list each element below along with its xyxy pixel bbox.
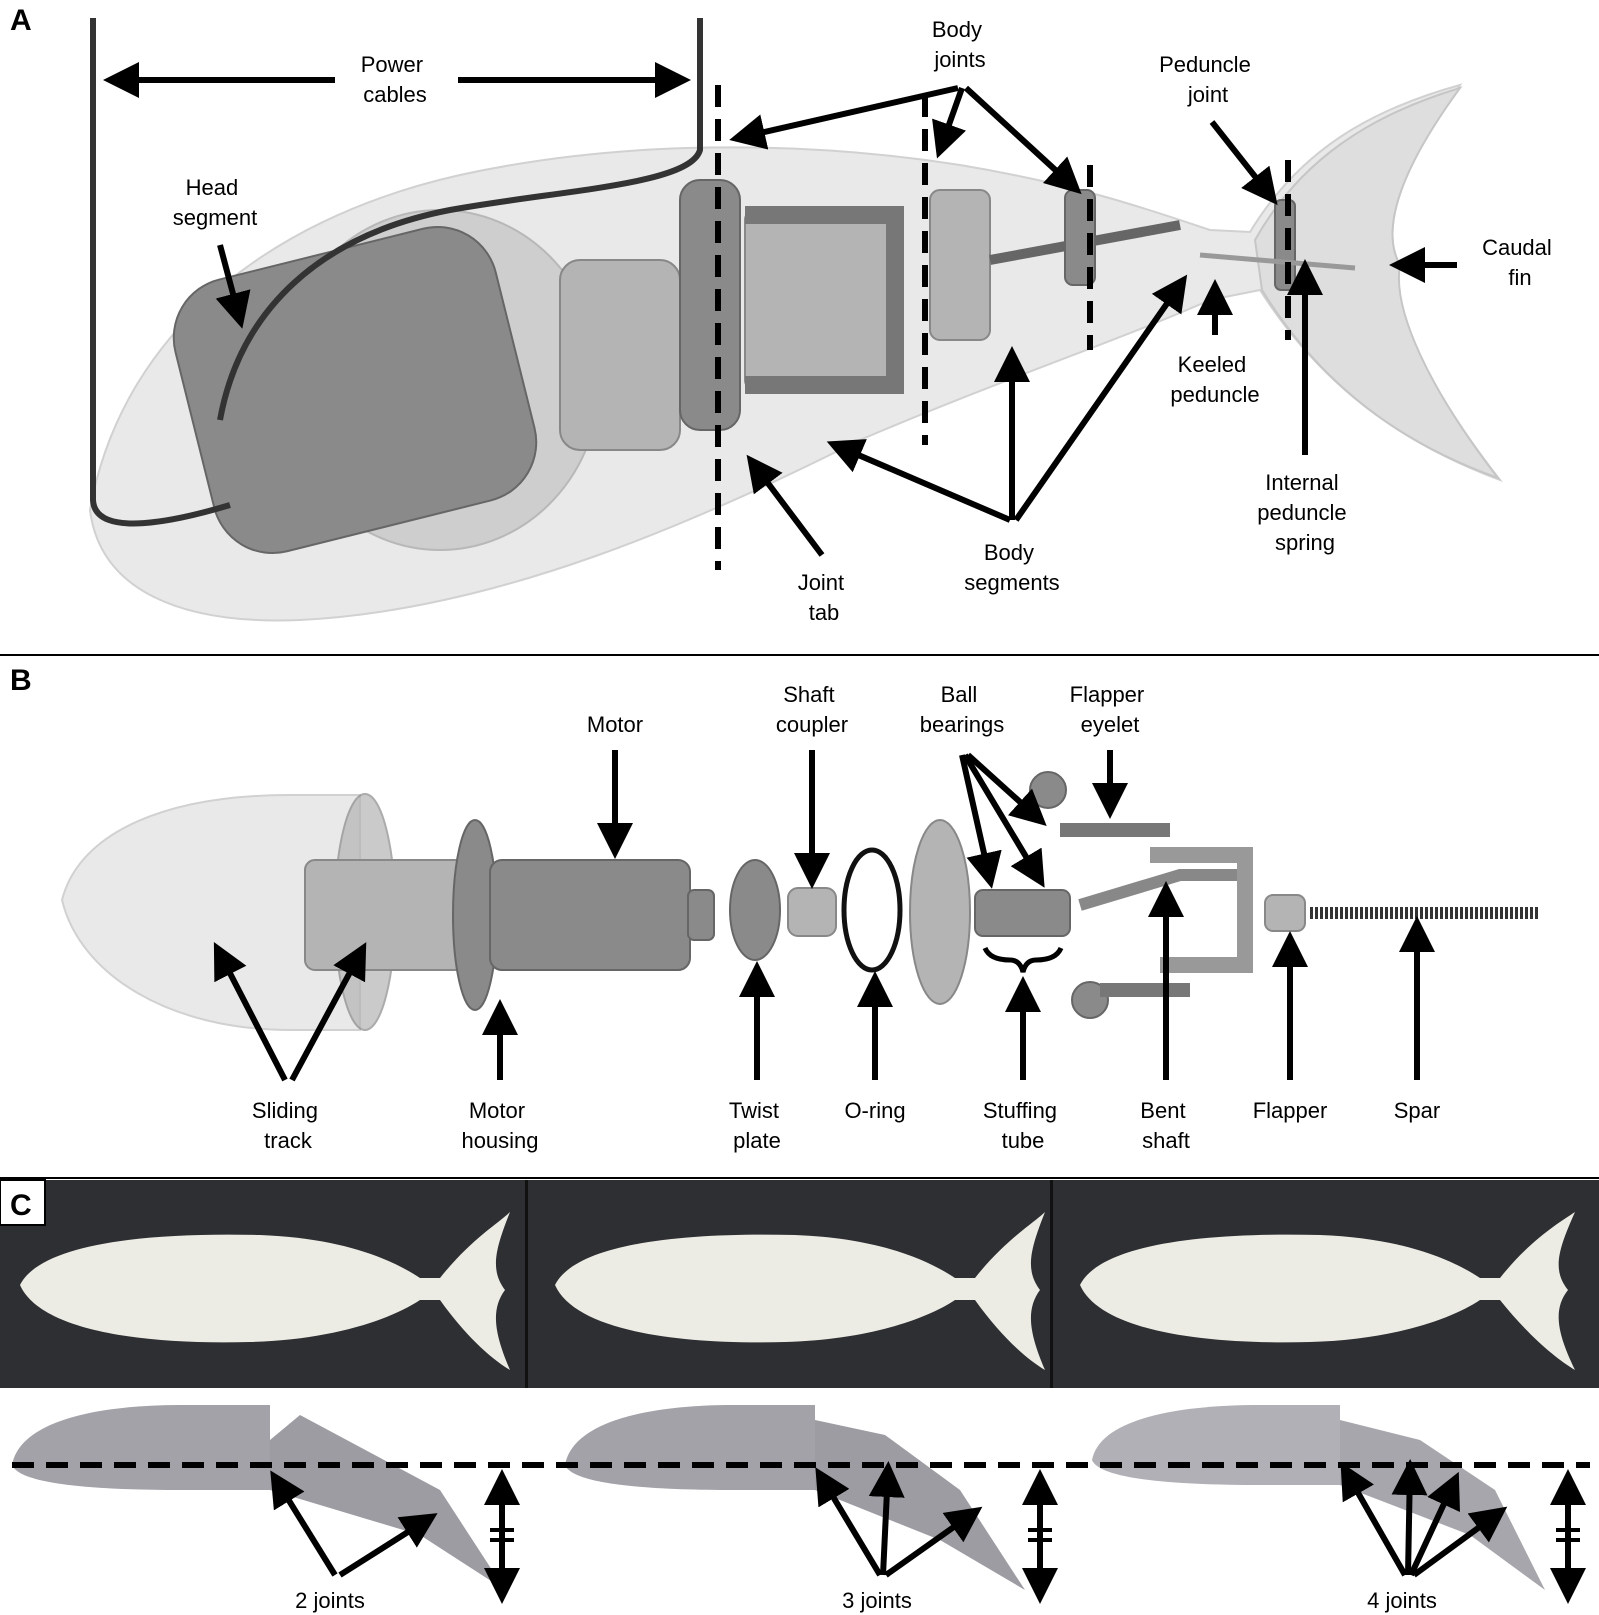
twist-plate-shape <box>729 859 781 961</box>
deflection-2-joints <box>12 1405 505 1590</box>
stuffing-plate <box>909 819 971 1005</box>
joint-arrow-4b <box>1391 1459 1428 1576</box>
deflection-3-joints <box>565 1405 1025 1590</box>
label-body-joints: Body joints <box>932 17 988 72</box>
bent-frame-b <box>1150 847 1253 973</box>
joint-arrow-3b <box>868 1461 905 1576</box>
stuffing-tube-shape <box>974 889 1071 937</box>
arrow-body-segment-3 <box>1013 274 1188 522</box>
shaft-coupler-shape <box>787 887 837 937</box>
panel-b: B Motor Shaft co <box>10 664 1540 1153</box>
label-spar: Spar <box>1394 1098 1440 1123</box>
joint-arrow-3a <box>815 1467 883 1577</box>
power-cable-right <box>217 18 703 421</box>
panel-a: A Power cables Head <box>10 4 1558 625</box>
power-cable-left <box>90 18 231 527</box>
label-flapper: Flapper <box>1253 1098 1328 1123</box>
panel-label-c: C <box>10 1189 32 1222</box>
arrow-body-segment-1 <box>826 439 1012 523</box>
o-ring-shape <box>841 847 903 973</box>
deflection-4-joints <box>1092 1405 1545 1590</box>
arrow-body-joint-1 <box>729 85 959 150</box>
photo-fish-1 <box>20 1212 510 1370</box>
joint-arrow-4d <box>1412 1506 1508 1578</box>
joint-arrow-3c <box>884 1506 983 1578</box>
label-ball-bearings: Ball bearings <box>920 682 1004 737</box>
label-shaft-coupler: Shaft coupler <box>776 682 848 737</box>
label-joint-tab: Joint tab <box>798 570 851 625</box>
arrow-body-joint-2 <box>932 86 966 159</box>
label-2-joints: 2 joints <box>295 1588 365 1613</box>
label-4-joints: 4 joints <box>1367 1588 1437 1613</box>
label-internal-peduncle-spring: Internal peduncle spring <box>1257 470 1352 555</box>
label-keeled-peduncle: Keeled peduncle <box>1170 352 1259 407</box>
photo-divider-2 <box>1050 1180 1053 1388</box>
label-peduncle-joint: Peduncle joint <box>1159 52 1257 107</box>
arrow-bearing-2 <box>962 753 1045 888</box>
arrow-head-segment <box>215 244 251 329</box>
housing-tube <box>304 859 466 971</box>
bent-frame <box>744 209 896 391</box>
arrow-peduncle-joint <box>1209 120 1278 206</box>
bearing-top <box>1029 771 1067 809</box>
joint-arrow-2b <box>338 1513 438 1578</box>
label-twist-plate: Twist plate <box>729 1098 785 1153</box>
segment-block <box>929 189 991 341</box>
label-power-cables: Power cables <box>361 52 429 107</box>
joint-column <box>679 179 741 431</box>
bent-shaft-shape <box>1078 869 1240 911</box>
photo-divider-1 <box>525 1180 528 1388</box>
photo-fish-3 <box>1080 1212 1575 1370</box>
motor-body <box>172 225 538 555</box>
panel-label-b: B <box>10 664 32 697</box>
arrow-bearing-3 <box>965 752 1047 827</box>
label-o-ring: O-ring <box>844 1098 905 1123</box>
panel-label-c-box <box>0 1179 46 1226</box>
label-body-segments: Body segments <box>964 540 1059 595</box>
arrow-sliding-track-1 <box>213 941 288 1082</box>
joint-arrow-2a <box>270 1470 338 1577</box>
nose-cone <box>60 794 361 1031</box>
label-3-joints: 3 joints <box>842 1588 912 1613</box>
label-head-segment: Head segment <box>173 175 257 230</box>
label-motor-housing: Motor housing <box>461 1098 538 1153</box>
arrow-body-joint-3 <box>963 85 1082 195</box>
peduncle-spring <box>1199 252 1356 271</box>
label-bent-shaft: Bent shaft <box>1140 1098 1191 1153</box>
brace-stuffing-tube <box>982 946 1064 973</box>
label-flapper-eyelet: Flapper eyelet <box>1070 682 1151 737</box>
label-stuffing-tube: Stuffing tube <box>983 1098 1063 1153</box>
label-caudal-fin: Caudal fin <box>1482 235 1558 290</box>
motor-cylinder <box>489 859 691 971</box>
frame-outline <box>745 206 904 394</box>
motor-shaft-end <box>687 889 715 941</box>
bearing-bottom <box>1071 981 1109 1019</box>
mount-block <box>559 259 681 451</box>
joint-arrow-4a <box>1340 1462 1408 1577</box>
arrow-sliding-track-2 <box>289 942 367 1082</box>
panel-label-a: A <box>10 4 32 37</box>
arrow-joint-tab <box>746 454 825 557</box>
arrow-bearing-1 <box>959 754 1002 889</box>
joint-arrow-4c <box>1408 1471 1460 1577</box>
flapper-shape <box>1264 894 1306 932</box>
panel-c: C <box>0 1179 1599 1613</box>
label-motor: Motor <box>587 712 643 737</box>
photo-fish-2 <box>555 1212 1045 1370</box>
label-sliding-track: Sliding track <box>252 1098 324 1153</box>
